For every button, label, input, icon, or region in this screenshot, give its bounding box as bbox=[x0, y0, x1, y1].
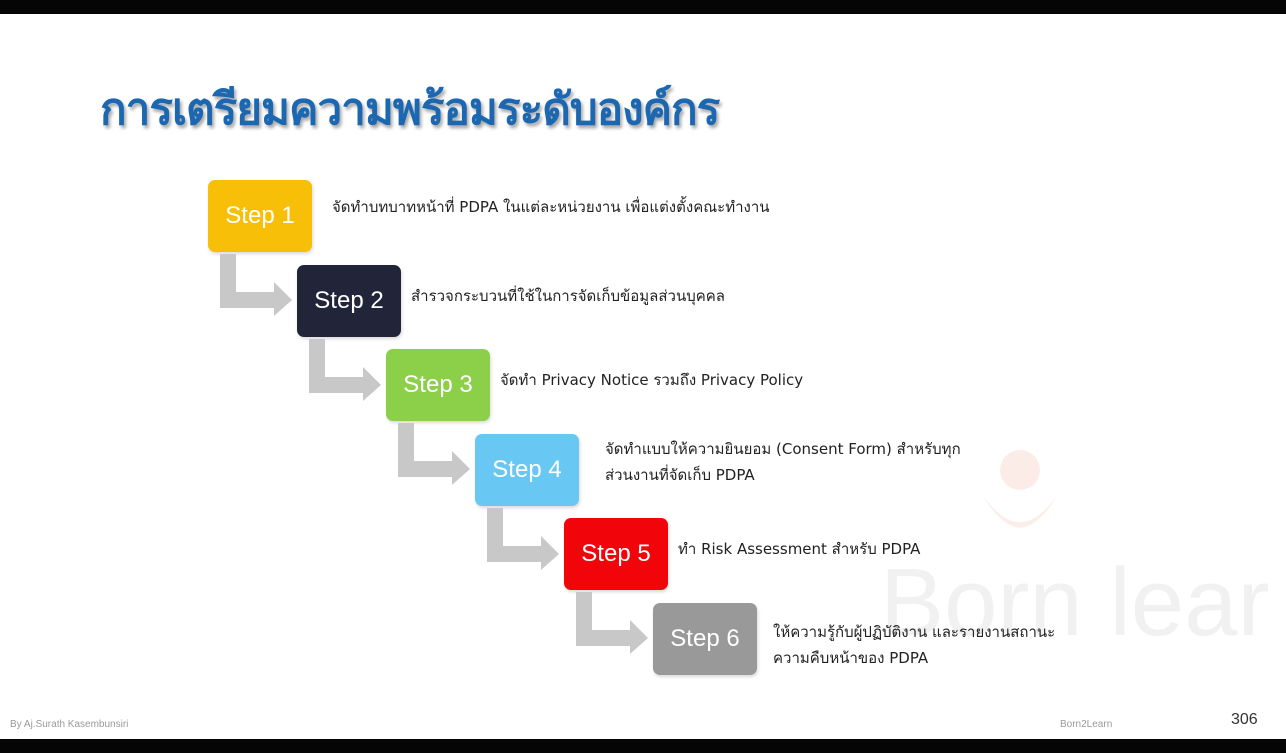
bottom-letterbox-bar bbox=[0, 739, 1286, 753]
arrow-shape bbox=[398, 423, 470, 485]
step-label: Step 2 bbox=[314, 287, 384, 314]
step-description-4: จัดทำแบบให้ความยินยอม (Consent Form) สำห… bbox=[605, 436, 961, 488]
born2learn-watermark: Born learn bbox=[880, 450, 1270, 656]
step-box-1: Step 1 bbox=[208, 180, 312, 252]
step-label: Step 1 bbox=[225, 202, 295, 229]
arrow-shape bbox=[576, 592, 648, 654]
step-box-2: Step 2 bbox=[297, 265, 401, 337]
step-description-5: ทำ Risk Assessment สำหรับ PDPA bbox=[678, 536, 920, 562]
arrow-shape bbox=[220, 254, 292, 316]
footer-brand: Born2Learn bbox=[1060, 719, 1113, 730]
step-description-1: จัดทำบทบาทหน้าที่ PDPA ในแต่ละหน่วยงาน เ… bbox=[332, 194, 770, 220]
step-description-2: สำรวจกระบวนที่ใช้ในการจัดเก็บข้อมูลส่วนบ… bbox=[411, 283, 725, 309]
step-description-line: ทำ Risk Assessment สำหรับ PDPA bbox=[678, 540, 921, 558]
top-letterbox-bar bbox=[0, 0, 1286, 14]
step-description-line: ให้ความรู้กับผู้ปฏิบัติงาน และรายงานสถาน… bbox=[773, 623, 1056, 641]
arrow-shape bbox=[487, 508, 559, 570]
page-number: 306 bbox=[1231, 711, 1258, 728]
step-description-3: จัดทำ Privacy Notice รวมถึง Privacy Poli… bbox=[500, 367, 803, 393]
step-description-line: จัดทำบทบาทหน้าที่ PDPA ในแต่ละหน่วยงาน เ… bbox=[332, 198, 770, 216]
step-description-line: ส่วนงานที่จัดเก็บ PDPA bbox=[605, 466, 755, 484]
step-connector-arrow bbox=[576, 592, 648, 654]
step-description-line: จัดทำ Privacy Notice รวมถึง Privacy Poli… bbox=[500, 371, 804, 389]
step-box-3: Step 3 bbox=[386, 349, 490, 421]
step-label: Step 4 bbox=[492, 456, 562, 483]
step-label: Step 5 bbox=[581, 540, 651, 567]
watermark-text: Born learn bbox=[880, 549, 1270, 656]
step-connector-arrow bbox=[220, 254, 292, 316]
step-description-6: ให้ความรู้กับผู้ปฏิบัติงาน และรายงานสถาน… bbox=[773, 619, 1055, 671]
step-description-line: ความคืบหน้าของ PDPA bbox=[773, 649, 929, 667]
step-box-6: Step 6 bbox=[653, 603, 757, 675]
step-description-line: จัดทำแบบให้ความยินยอม (Consent Form) สำห… bbox=[605, 440, 961, 458]
step-label: Step 6 bbox=[670, 625, 740, 652]
step-connector-arrow bbox=[487, 508, 559, 570]
footer-author: By Aj.Surath Kasembunsiri bbox=[10, 719, 129, 730]
step-description-line: สำรวจกระบวนที่ใช้ในการจัดเก็บข้อมูลส่วนบ… bbox=[411, 287, 725, 305]
step-box-4: Step 4 bbox=[475, 434, 579, 506]
step-label: Step 3 bbox=[403, 371, 473, 398]
step-box-5: Step 5 bbox=[564, 518, 668, 590]
step-connector-arrow bbox=[309, 339, 381, 401]
slide-title: การเตรียมความพร้อมระดับองค์กร bbox=[100, 84, 720, 135]
step-connector-arrow bbox=[398, 423, 470, 485]
arrow-shape bbox=[309, 339, 381, 401]
